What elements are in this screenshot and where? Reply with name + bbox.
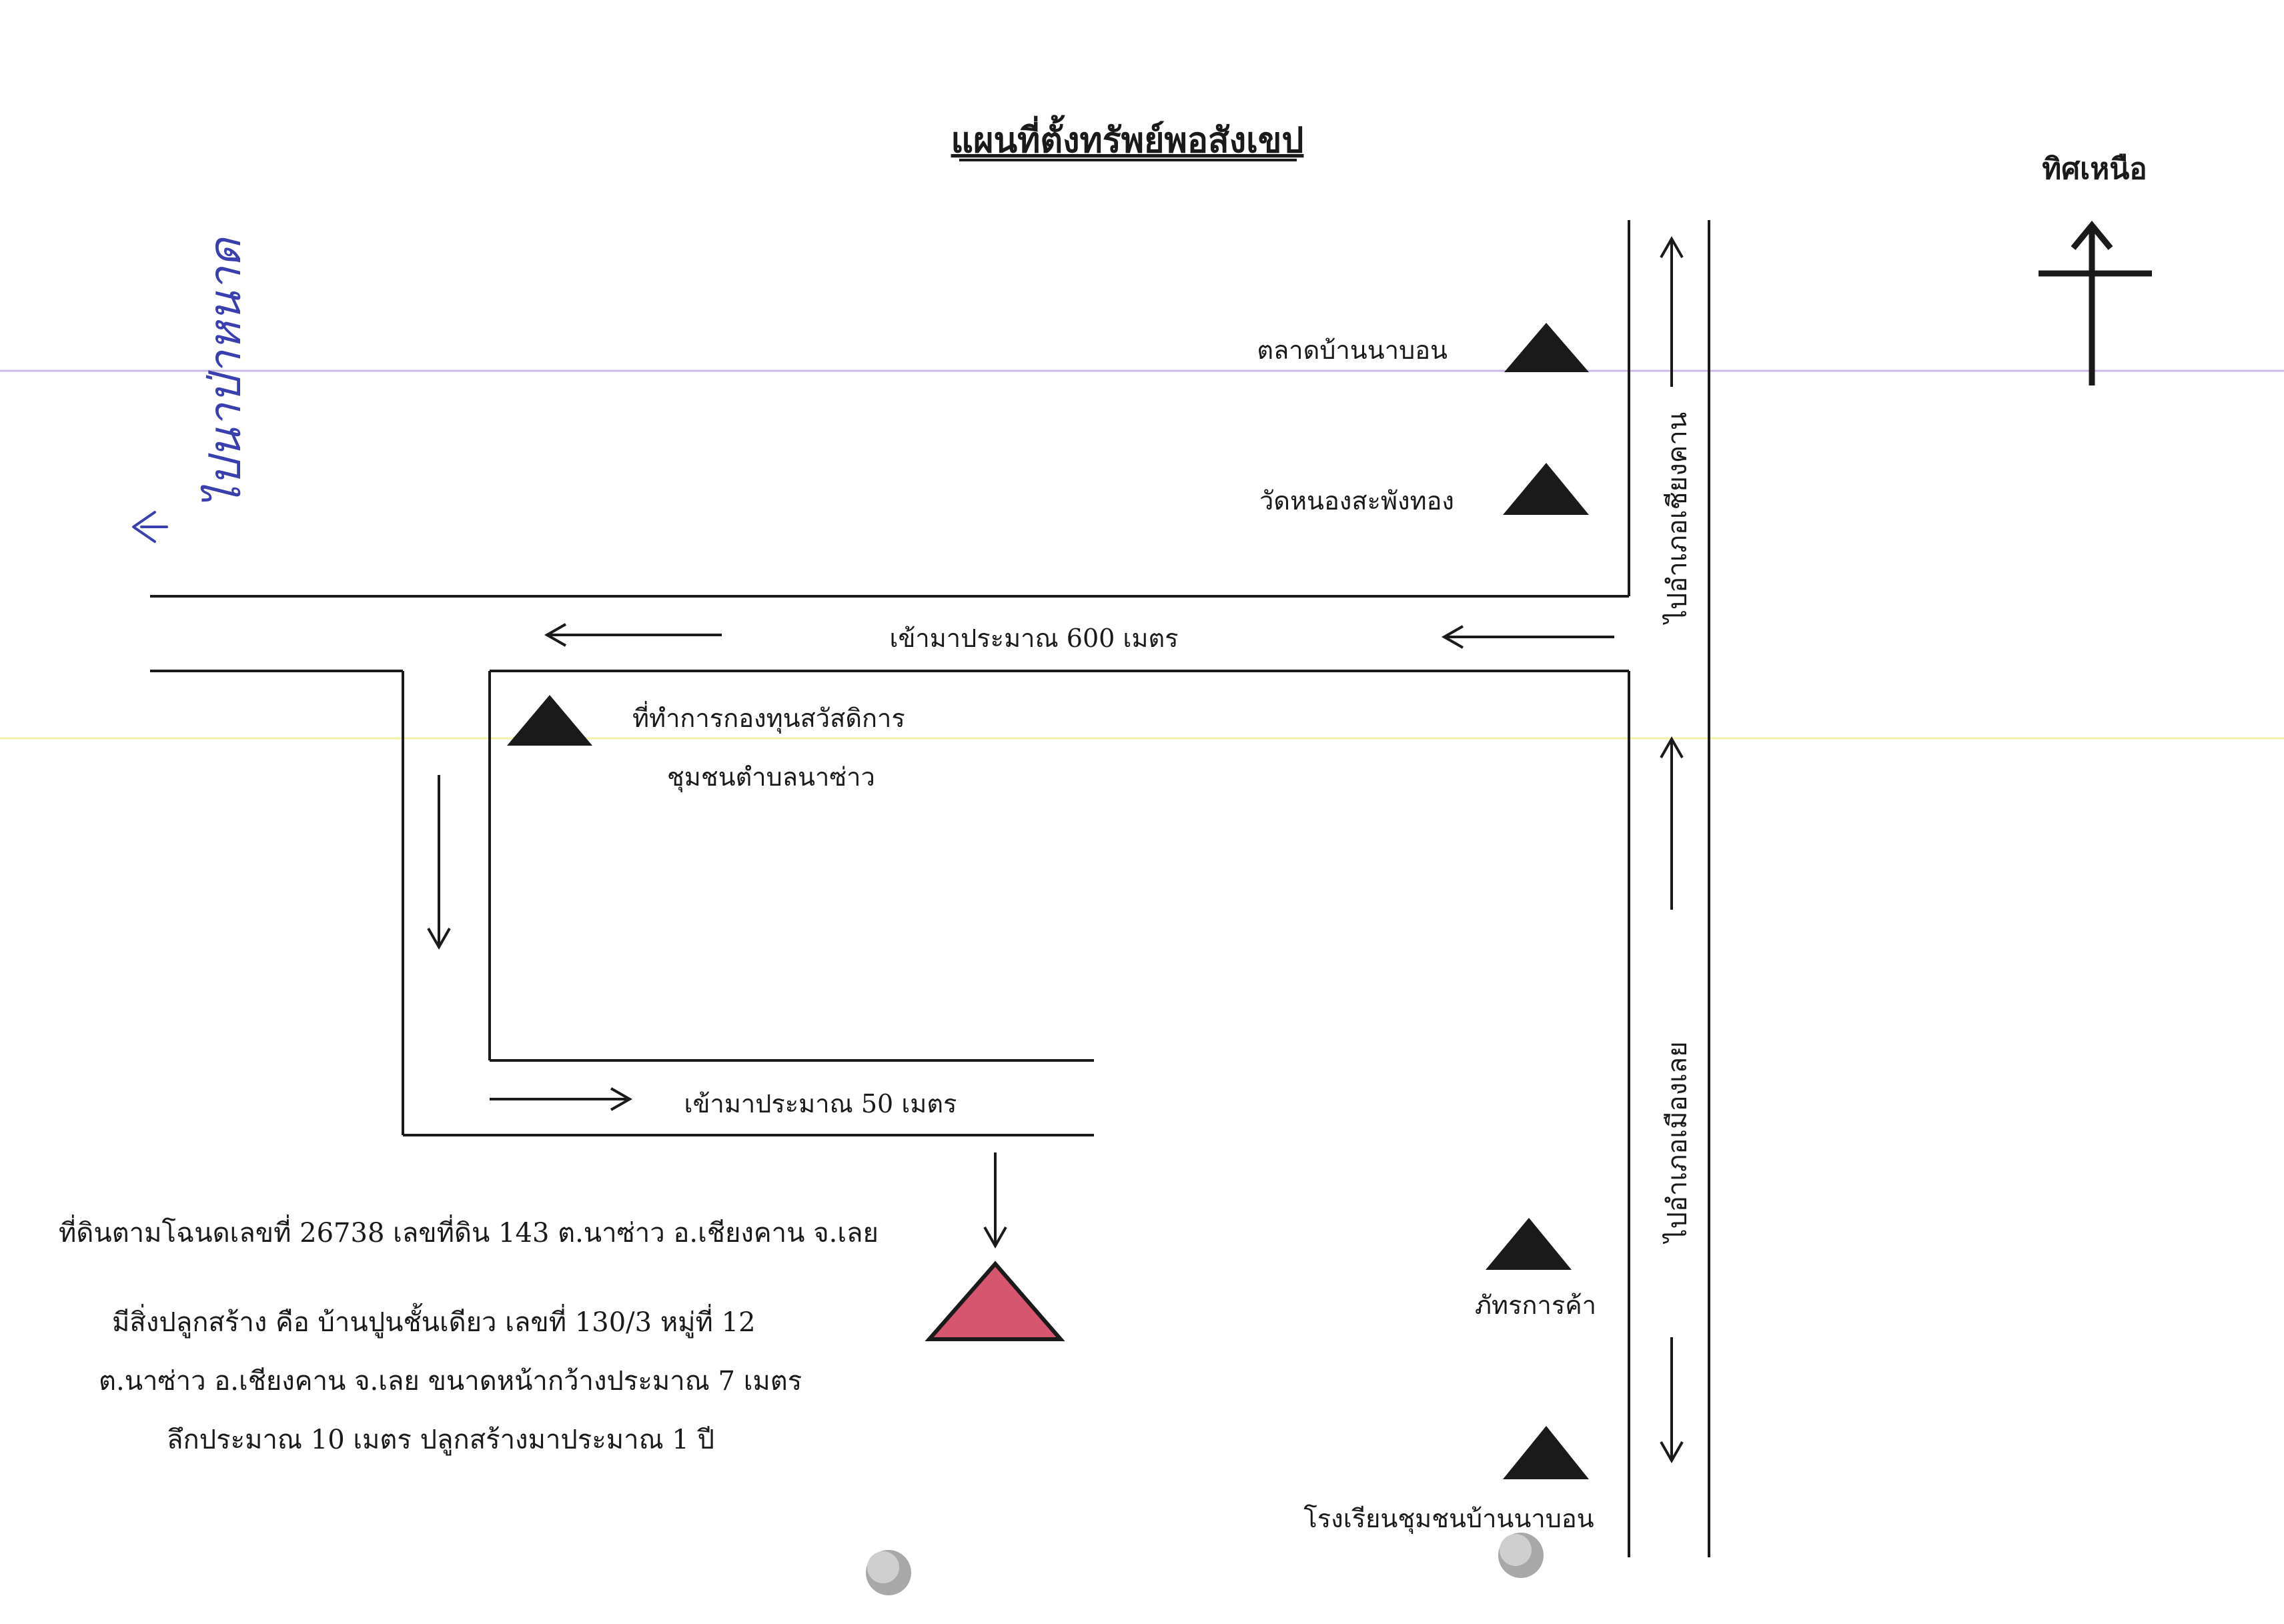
arrow-right-icon <box>490 1087 633 1111</box>
side-road <box>150 595 1629 672</box>
arrow-up-icon <box>1660 235 1684 387</box>
distance-50-label: เข้ามาประมาณ 50 เมตร <box>684 1089 957 1118</box>
description-line4: ลึกประมาณ 10 เมตร ปลูกสร้างมาประมาณ 1 ปี <box>167 1425 714 1455</box>
description-line3: ต.นาซ่าว อ.เชียงคาน จ.เลย ขนาดหน้ากว้างป… <box>99 1366 802 1397</box>
handwritten-note: ไปนาป่าหนาด <box>132 236 251 543</box>
shop-marker-icon <box>1486 1218 1572 1270</box>
distance-600-label: เข้ามาประมาณ 600 เมตร <box>889 624 1178 653</box>
lane <box>402 671 1094 1136</box>
school-marker-icon <box>1503 1426 1589 1479</box>
main-highway <box>1628 220 1710 1557</box>
temple-label: วัดหนองสะพังทอง <box>1259 486 1454 516</box>
arrow-left-icon <box>1441 625 1614 649</box>
property-marker-icon <box>925 1261 1065 1341</box>
school-label: โรงเรียนชุมชนบ้านนาบอน <box>1303 1504 1594 1534</box>
punch-hole <box>867 1551 899 1583</box>
arrow-down-icon <box>1660 1337 1684 1464</box>
map-title: แผนที่ตั้งทรัพย์พอสังเขป <box>951 115 1304 161</box>
arrow-left-icon <box>544 623 722 647</box>
punch-hole <box>1500 1534 1532 1566</box>
temple-marker-icon <box>1503 463 1589 515</box>
road-label-mueang-loei: ไปอำเภอเมืองเลย <box>1662 1041 1693 1244</box>
market-label: ตลาดบ้านนาบอน <box>1257 335 1448 365</box>
office-label-line1: ที่ทำการกองทุนสวัสดิการ <box>632 701 905 734</box>
office-marker-icon <box>507 695 592 746</box>
shop-label: ภัทรการค้า <box>1475 1291 1596 1320</box>
north-arrow-icon <box>2039 220 2152 385</box>
market-marker-icon <box>1504 323 1589 372</box>
handwritten-arrow-icon <box>132 511 168 543</box>
arrow-down-icon <box>427 775 451 950</box>
office-label-line2: ชุมชนตำบลนาซ่าว <box>667 762 875 792</box>
road-label-chiang-khan: ไปอำเภอเชียงคาน <box>1662 412 1693 625</box>
arrow-down-icon <box>983 1152 1007 1249</box>
description-line1: ที่ดินตามโฉนดเลขที่ 26738 เลขที่ดิน 143 … <box>59 1214 879 1249</box>
description-line2: มีสิ่งปลูกสร้าง คือ บ้านปูนชั้นเดียว เลข… <box>112 1303 756 1338</box>
handwritten-note-text: ไปนาป่าหนาด <box>199 236 251 508</box>
arrow-up-icon <box>1660 736 1684 910</box>
north-label: ทิศเหนือ <box>2042 152 2147 186</box>
